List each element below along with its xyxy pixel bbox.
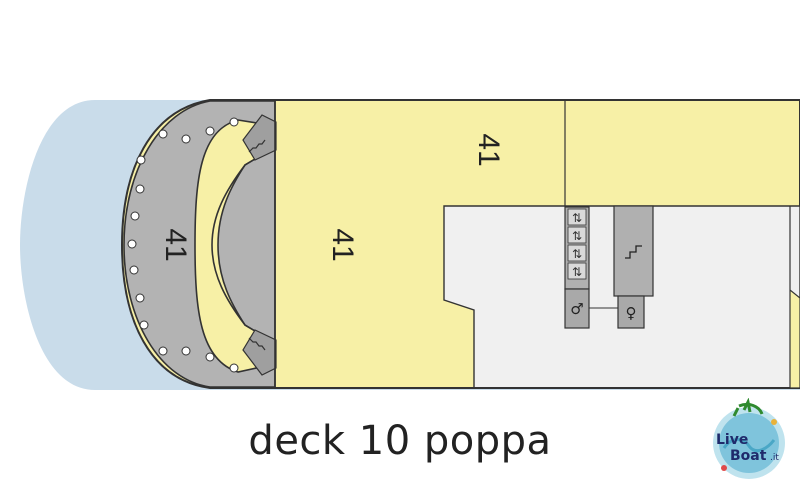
zone-label-stern: 41 — [159, 228, 192, 261]
logo-text-live: Live — [716, 432, 748, 448]
elevator-bank: ⇅ ⇅ ⇅ ⇅ — [564, 206, 590, 290]
zone-label-upper: 41 — [472, 133, 505, 166]
deck-caption: deck 10 poppa — [0, 418, 800, 464]
restroom-right: ♀ — [617, 295, 645, 329]
porthole — [158, 129, 168, 139]
elevator-icon: ⇅ — [572, 229, 582, 243]
elevator-icon: ⇅ — [572, 247, 582, 261]
restroom-left: ♂ — [564, 288, 618, 329]
porthole — [181, 134, 191, 144]
porthole — [205, 352, 215, 362]
porthole — [136, 155, 146, 165]
terrace-inner-edge — [211, 149, 271, 341]
porthole — [139, 320, 149, 330]
female-restroom-icon: ♀ — [626, 304, 637, 322]
porthole — [129, 265, 139, 275]
porthole — [127, 239, 137, 249]
porthole — [158, 346, 168, 356]
elevator-icon: ⇅ — [572, 211, 582, 225]
male-restroom-icon: ♂ — [570, 300, 583, 318]
logo-text-boat: Boat — [730, 448, 767, 464]
porthole — [135, 184, 145, 194]
zone-label-aft: 41 — [326, 228, 359, 261]
porthole — [135, 293, 145, 303]
porthole — [205, 126, 215, 136]
porthole — [130, 211, 140, 221]
deck-caption-text: deck 10 poppa — [248, 418, 552, 464]
interior-right-notch — [789, 206, 800, 389]
porthole-ring — [127, 117, 239, 373]
stairs-bottom — [242, 329, 277, 376]
porthole — [229, 363, 239, 373]
porthole — [229, 117, 239, 127]
elevator-icon: ⇅ — [572, 265, 582, 279]
stairs-top — [242, 114, 277, 161]
stern-terrace — [123, 100, 276, 388]
logo-text-domain: .it — [770, 453, 779, 463]
liveboat-logo: Live Boat .it — [713, 398, 785, 479]
stair-column — [613, 205, 654, 297]
porthole — [181, 346, 191, 356]
